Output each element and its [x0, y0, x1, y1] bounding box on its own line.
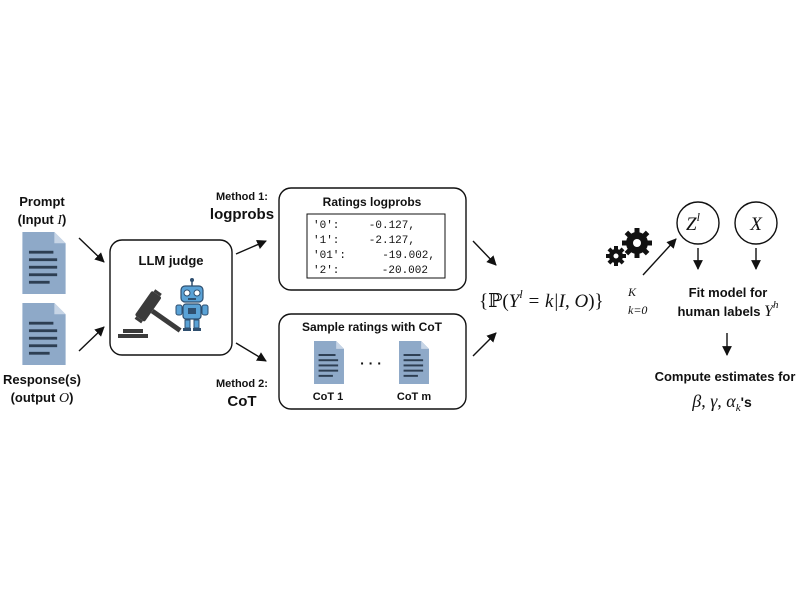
- arrow-prompt-to-judge: [78, 237, 105, 263]
- human-labels-label: human labels Yh: [677, 299, 779, 320]
- cotm-label: CoT m: [397, 391, 431, 403]
- arrow-judge-to-method2: [235, 342, 267, 362]
- response-group: Response(s) (output O): [3, 303, 81, 406]
- arrow-method2-to-probability: [472, 332, 497, 357]
- gears-icon: [606, 228, 652, 266]
- logprob-value: -2.127,: [369, 235, 415, 247]
- logprob-value: -20.002: [382, 265, 428, 277]
- arrow-judge-to-method1: [235, 240, 267, 255]
- logprobs-code-block: [306, 213, 446, 279]
- method2-label: Method 2:: [216, 378, 268, 390]
- cot-box-title: Sample ratings with CoT: [302, 320, 443, 334]
- robot-icon: [175, 278, 209, 331]
- probability-formula: {ℙ(Yl = k|I, O)}: [479, 287, 604, 312]
- logprob-key: '1':: [313, 235, 339, 247]
- fit-model-label: Fit model for: [689, 285, 768, 300]
- logprob-key: '01':: [313, 250, 346, 262]
- prompt-sublabel: (Input I): [18, 212, 67, 228]
- method1-label: Method 1:: [216, 191, 268, 203]
- prompt-document-icon: [22, 232, 66, 294]
- cotm-document-icon: [399, 341, 429, 384]
- cot-ellipsis: · · ·: [360, 355, 382, 371]
- method2-name: CoT: [227, 393, 256, 410]
- method1-name: logprobs: [210, 206, 274, 223]
- cot1-label: CoT 1: [313, 391, 344, 403]
- logprob-key: '2':: [313, 265, 339, 277]
- arrow-response-to-judge: [78, 326, 105, 352]
- response-sublabel: (output O): [11, 390, 74, 406]
- llm-judge-title: LLM judge: [139, 253, 204, 268]
- ratings-logprobs-title: Ratings logprobs: [323, 195, 422, 209]
- logprobs-rows: '0': -0.127, '1': -2.127, '01': -19.002,…: [313, 220, 435, 277]
- z-label: Zl: [686, 210, 701, 235]
- ratings-logprobs-box: Ratings logprobs '0': -0.127, '1': -2.12…: [278, 187, 467, 291]
- logprob-key: '0':: [313, 220, 339, 232]
- probability-sub-k: k=0: [628, 303, 647, 317]
- probability-expression: {ℙ(Yl = k|I, O)} K k=0: [479, 285, 647, 317]
- logprob-value: -19.002,: [382, 250, 435, 262]
- logprob-value: -0.127,: [369, 220, 415, 232]
- arrow-method1-to-probability: [472, 240, 497, 266]
- x-label: X: [749, 214, 763, 235]
- estimates-symbols: β, γ, αk's: [691, 391, 752, 414]
- response-label: Response(s): [3, 372, 81, 387]
- cot-sampling-box: Sample ratings with CoT · · · CoT 1 CoT …: [278, 313, 467, 410]
- response-document-icon: [22, 303, 66, 365]
- arrow-probability-to-z: [642, 238, 677, 276]
- probability-sup-K: K: [627, 285, 637, 299]
- x-node: X: [734, 201, 778, 245]
- prompt-group: Prompt (Input I): [18, 194, 67, 294]
- prompt-label: Prompt: [19, 194, 65, 209]
- llm-judge-box: LLM judge: [109, 239, 233, 356]
- gavel-icon: [118, 289, 182, 338]
- cot1-document-icon: [314, 341, 344, 384]
- z-node: Zl: [676, 201, 720, 245]
- compute-estimates-label: Compute estimates for: [655, 369, 796, 384]
